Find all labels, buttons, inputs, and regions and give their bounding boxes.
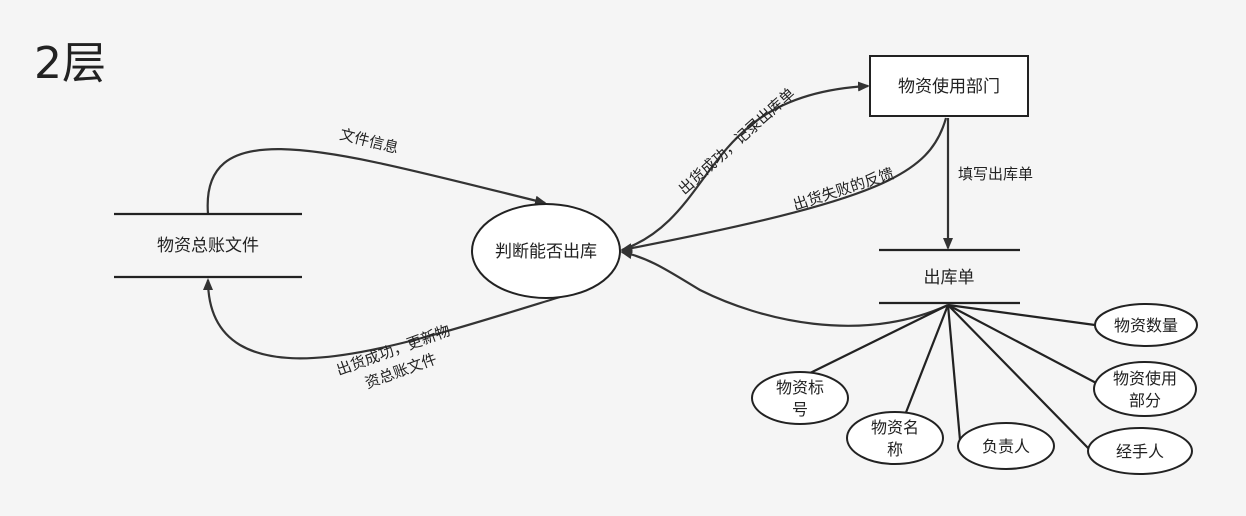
attribute-lines [799, 303, 1101, 451]
datastore-form[interactable]: 出库单 [879, 248, 1020, 305]
attr-responsible[interactable]: 负责人 [957, 422, 1055, 470]
datastore-form-label: 出库单 [924, 268, 975, 288]
edge-form-to-process [620, 249, 949, 327]
edge-success-record [621, 81, 870, 252]
entity-department[interactable]: 物资使用部门 [869, 55, 1029, 117]
process-check-outbound[interactable]: 判断能否出库 [471, 203, 621, 299]
attr-handler[interactable]: 经手人 [1087, 427, 1193, 475]
datastore-ledger[interactable]: 物资总账文件 [114, 212, 302, 279]
edge-label-success-record: 出货成功，记录出库单 [675, 84, 799, 198]
edge-label-fail-feedback: 出货失败的反馈 [791, 164, 896, 214]
attr-use-dept-line2: 部分 [1129, 391, 1161, 410]
attr-code-line2: 号 [792, 400, 808, 419]
attr-quantity[interactable]: 物资数量 [1094, 303, 1198, 347]
attr-code-line1: 物资标 [776, 378, 824, 397]
attr-name-line2: 称 [887, 440, 903, 459]
attr-name[interactable]: 物资名 称 [846, 411, 944, 465]
edge-fail-feedback [620, 117, 948, 254]
datastore-ledger-label: 物资总账文件 [157, 236, 259, 256]
process-label: 判断能否出库 [495, 242, 597, 262]
page-title: 2层 [34, 38, 106, 89]
edge-label-file-info: 文件信息 [338, 125, 401, 157]
attr-use-dept-line1: 物资使用 [1113, 369, 1177, 388]
attr-quantity-label: 物资数量 [1114, 316, 1178, 335]
entity-department-label: 物资使用部门 [898, 76, 1000, 97]
attr-code[interactable]: 物资标 号 [751, 371, 849, 425]
attr-use-dept[interactable]: 物资使用 部分 [1093, 361, 1197, 417]
attr-handler-label: 经手人 [1116, 442, 1164, 461]
attr-responsible-label: 负责人 [982, 437, 1030, 456]
attr-name-line1: 物资名 [871, 418, 919, 437]
edge-update-ledger [203, 278, 561, 360]
edge-label-fill-form: 填写出库单 [958, 165, 1033, 183]
edge-file-info [206, 148, 547, 215]
edge-label-update: 出货成功，更新物 资总账文件 [334, 321, 453, 392]
